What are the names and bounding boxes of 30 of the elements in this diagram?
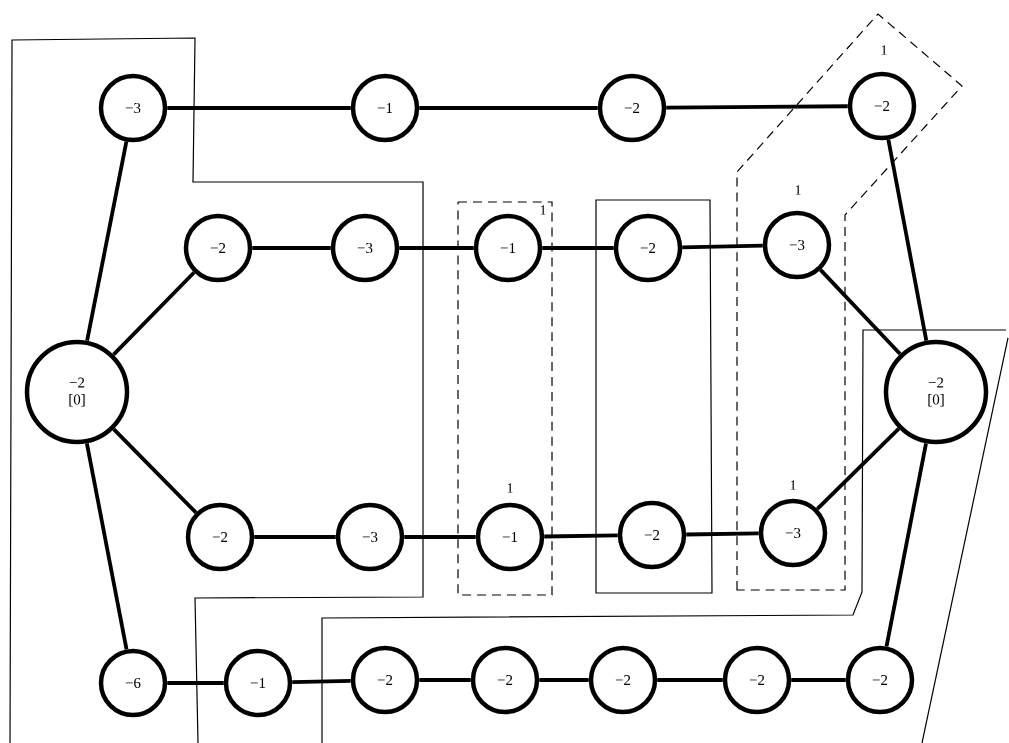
edge-line (886, 139, 929, 341)
edge-line (791, 678, 846, 682)
weight-label: 1 (540, 205, 546, 215)
edge-line (657, 678, 723, 682)
weight-label: 1 (795, 185, 801, 195)
edge-line (544, 533, 618, 539)
weight-label: 1 (507, 483, 513, 493)
edge-line (816, 427, 901, 511)
edge-line (85, 442, 129, 650)
edge-line (884, 442, 928, 647)
edge-line (539, 678, 589, 682)
edge-line (85, 141, 129, 342)
weight-label: 1 (790, 480, 796, 490)
edge-line (686, 531, 759, 537)
edge-line (542, 246, 614, 250)
weight-label: 1 (881, 45, 887, 55)
edge-line (254, 535, 336, 539)
edge-line (404, 535, 476, 539)
edge-line (419, 106, 598, 110)
edge-line (112, 427, 198, 514)
edge-line (819, 268, 902, 356)
edge-line (292, 678, 351, 685)
edge-line (112, 271, 196, 356)
edge-line (666, 104, 848, 110)
edge-line (252, 246, 331, 250)
edge-line (399, 246, 474, 250)
edge-line (682, 243, 763, 250)
edge-line (167, 106, 351, 110)
edge-line (419, 678, 471, 682)
edge-line (167, 681, 224, 685)
